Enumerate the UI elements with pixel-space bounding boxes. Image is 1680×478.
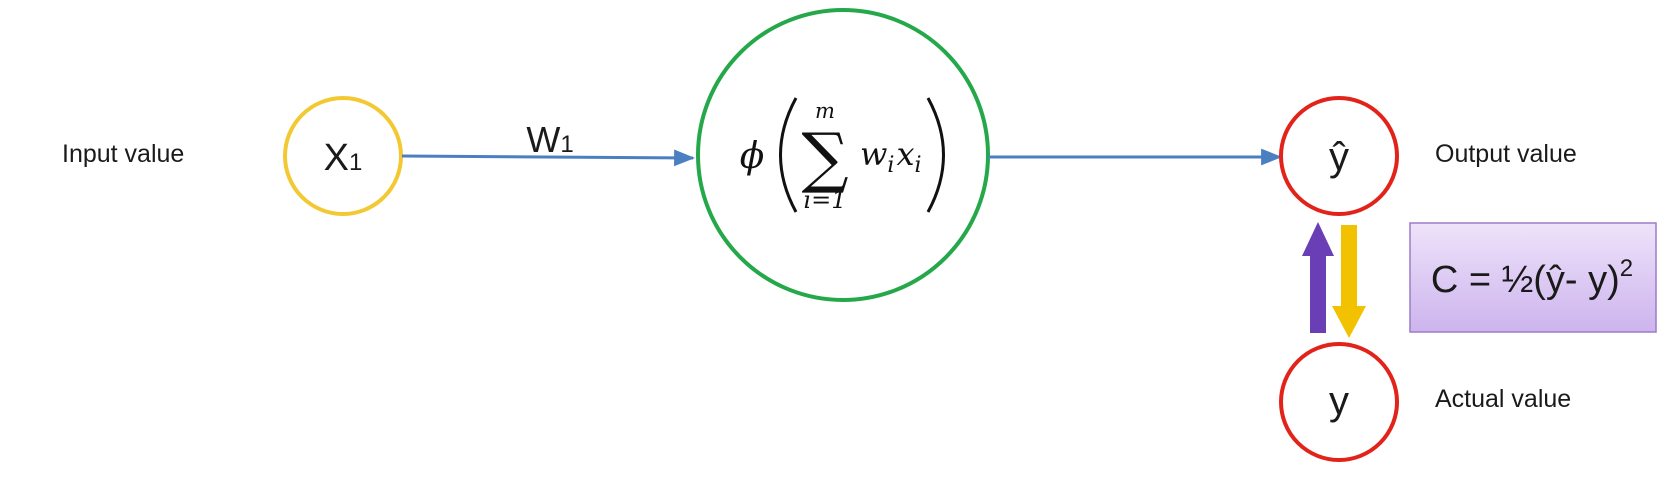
neuron-node: ϕ m ∑ i=1 wixi <box>696 8 990 302</box>
activation-formula: ϕ m ∑ i=1 wixi <box>740 97 945 214</box>
neuron-node-circle <box>696 8 990 302</box>
sum-sign: ∑ <box>801 119 848 196</box>
output-value-label: Output value <box>1435 140 1577 168</box>
output-node-label: ŷ <box>1329 135 1349 179</box>
cost-function-formula: C = ½(ŷ- y)2 <box>1431 255 1633 301</box>
actual-node: y <box>1279 342 1399 462</box>
actual-value-label: Actual value <box>1435 385 1571 413</box>
sum-upper-limit: m <box>815 99 835 123</box>
input-node-circle <box>283 96 403 216</box>
yellow-down-arrow <box>1332 225 1366 338</box>
left-paren <box>779 97 798 213</box>
cost-function-box-bg <box>1409 222 1657 333</box>
purple-up-arrow <box>1302 222 1334 333</box>
right-paren <box>926 97 945 213</box>
input-node-label: X1 <box>324 137 363 179</box>
input-value-label: Input value <box>62 140 184 168</box>
cost-function-box: C = ½(ŷ- y)2 <box>1409 222 1657 333</box>
phi-symbol: ϕ <box>740 136 765 177</box>
sum-lower-limit: i=1 <box>803 186 846 214</box>
actual-node-circle <box>1279 342 1399 462</box>
weight-label: W1 <box>526 119 573 160</box>
weighted-term: wixi <box>860 135 922 178</box>
actual-node-label: y <box>1329 379 1349 423</box>
output-node: ŷ <box>1279 96 1399 216</box>
output-node-circle <box>1279 96 1399 216</box>
input-node: X1 <box>283 96 403 216</box>
edge-input-to-neuron <box>401 149 696 167</box>
